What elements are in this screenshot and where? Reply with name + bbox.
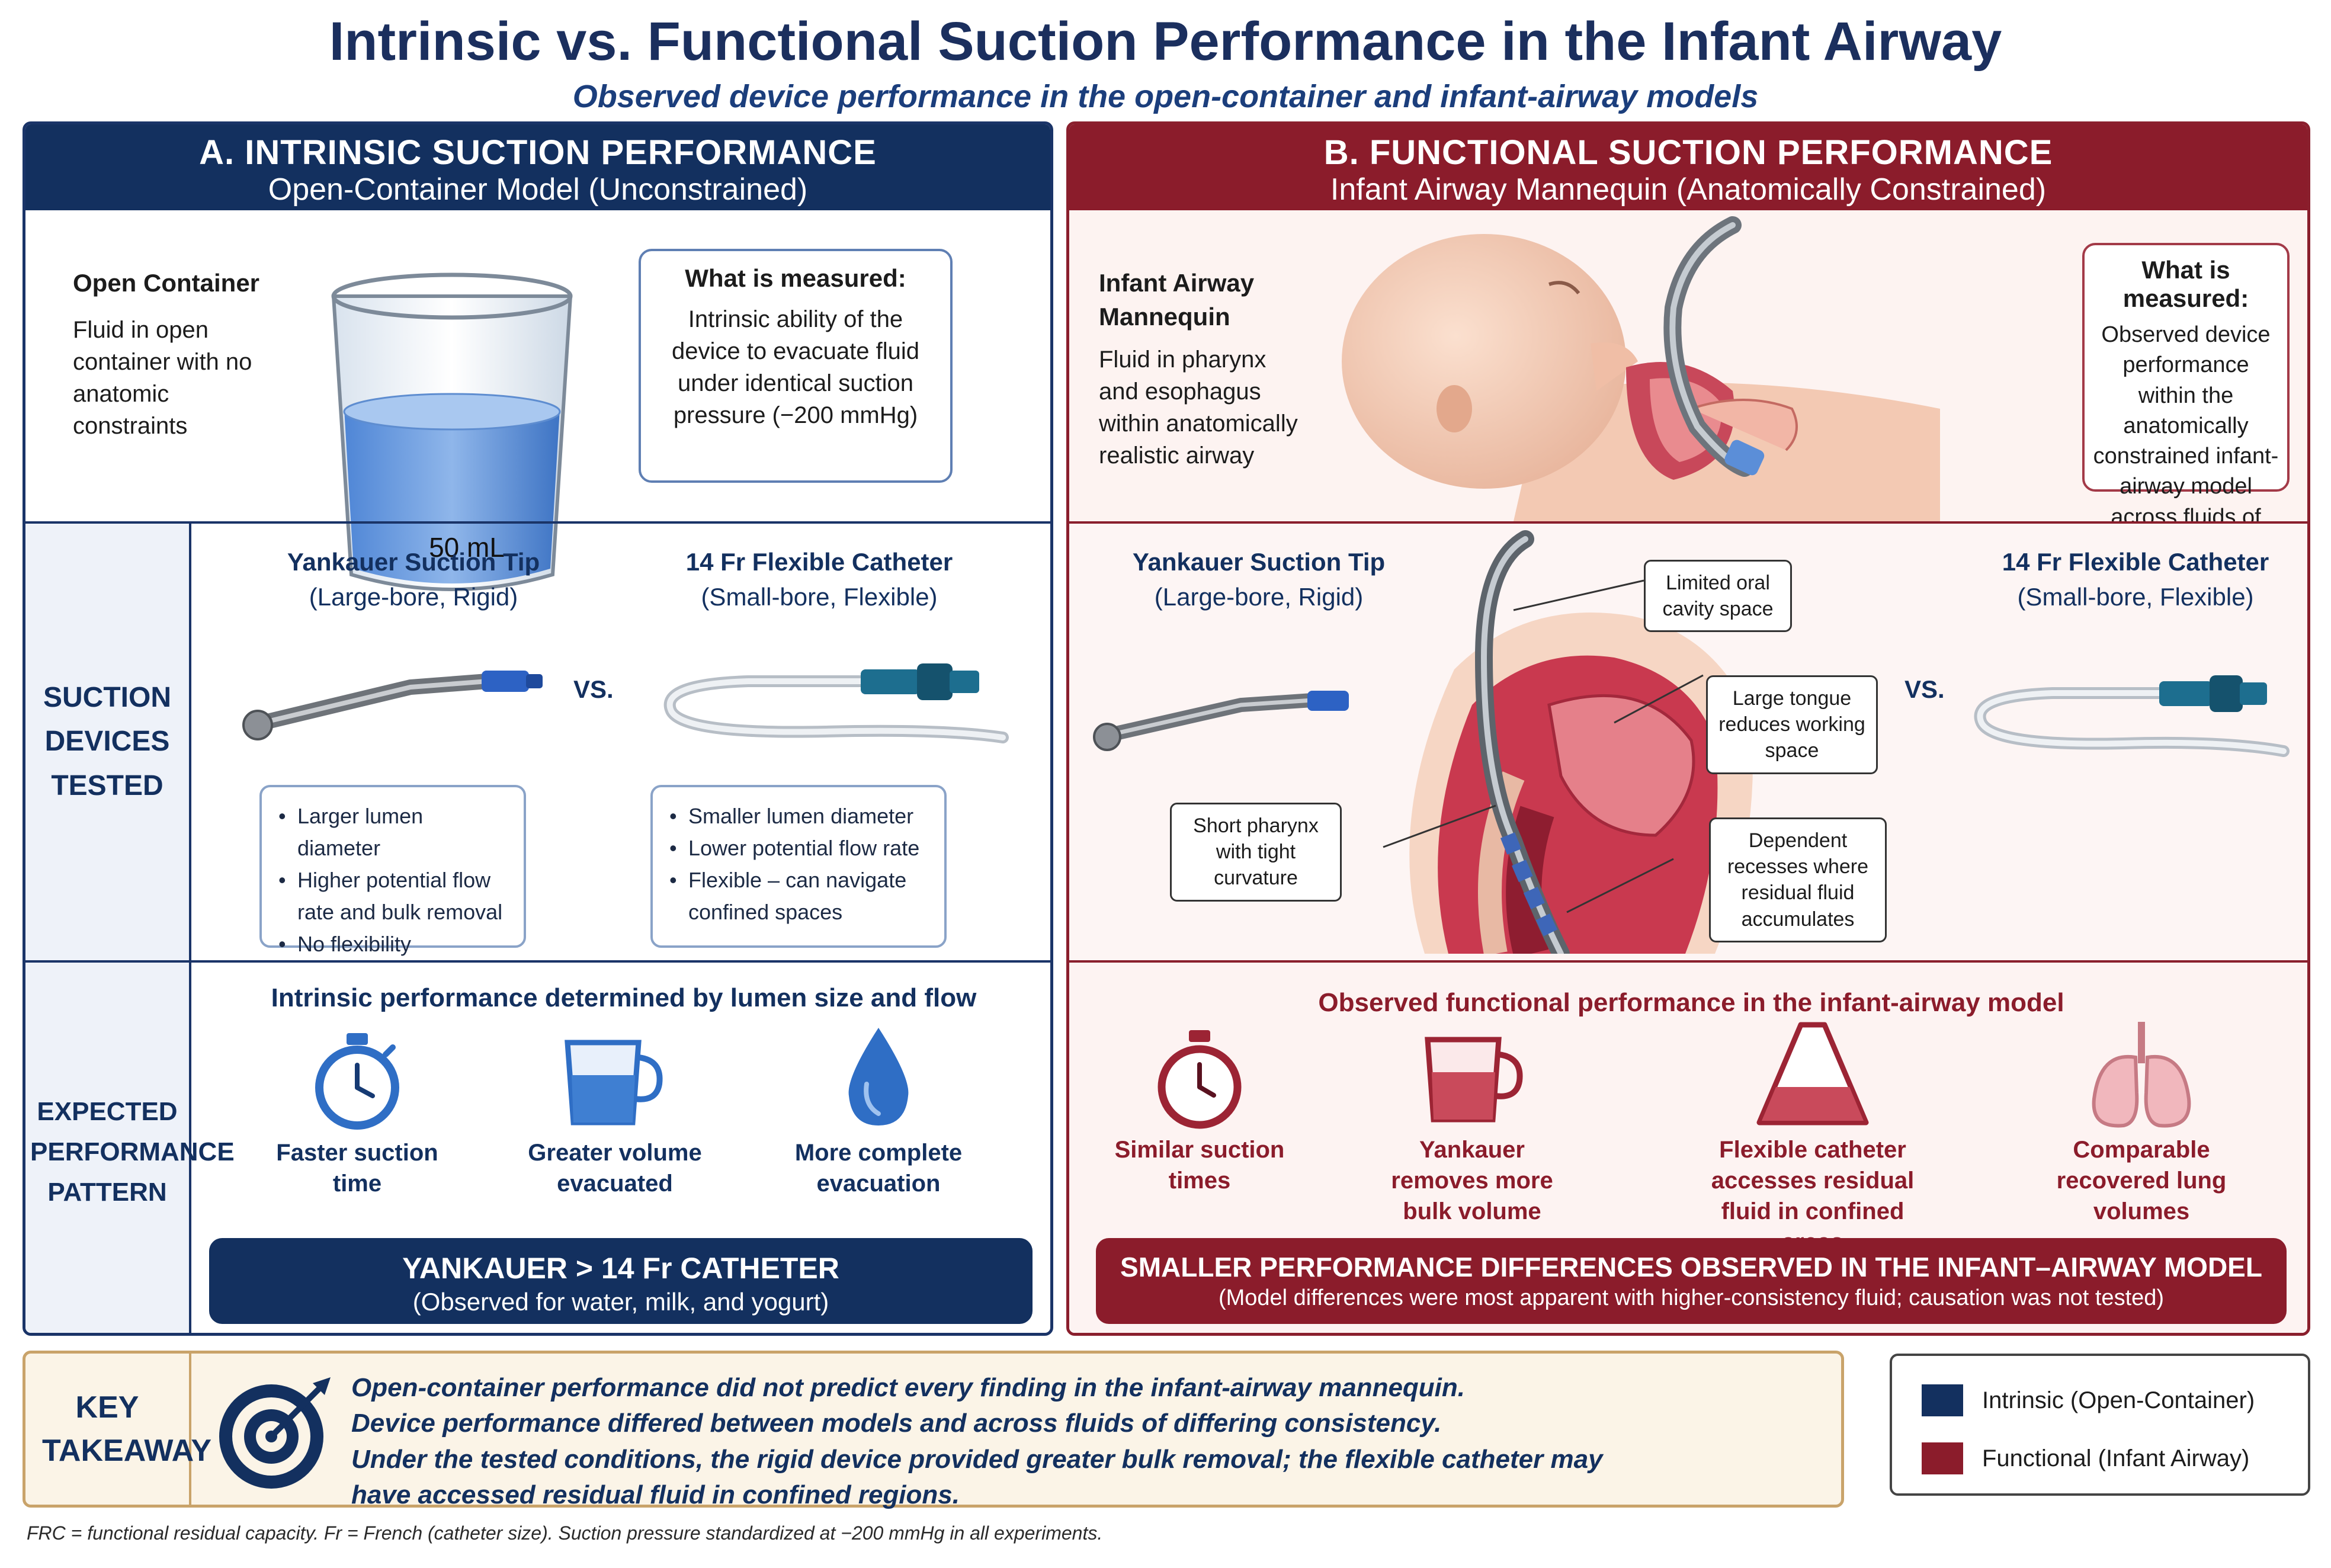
yankauer-title-a: Yankauer Suction Tip (Large-bore, Rigid) <box>287 548 540 611</box>
footnote: FRC = functional residual capacity. Fr =… <box>27 1522 1103 1544</box>
functional-perf-heading: Observed functional performance in the i… <box>1318 988 2064 1017</box>
measuring-jug-icon <box>565 1040 663 1126</box>
key-line: have accessed residual fluid in confined… <box>351 1480 960 1509</box>
callout-pharynx: Short pharynx with tight curvature <box>1170 803 1342 902</box>
panel-b-divider-1 <box>1069 521 2307 524</box>
open-container-desc: Fluid in open container with no anatomic… <box>73 317 252 439</box>
droplet-icon <box>848 1028 909 1126</box>
callout-oral-cavity: Limited oral cavity space <box>1644 560 1792 633</box>
beaker-label: 50 mL <box>429 532 505 563</box>
key-line: Under the tested conditions, the rigid d… <box>351 1444 1603 1474</box>
yankauer-feature: No flexibility <box>276 928 512 960</box>
catheter-feature: Lower potential flow rate <box>667 832 932 864</box>
measuring-jug-icon <box>1425 1037 1523 1123</box>
yankauer-feature: Higher potential flow rate and bulk remo… <box>276 864 512 928</box>
legend-item-intrinsic: Intrinsic (Open-Container) <box>1922 1384 2255 1416</box>
pattern-heading: Intrinsic performance determined by lume… <box>271 983 977 1012</box>
page-subtitle: Observed device performance in the open-… <box>572 79 1759 114</box>
target-icon <box>219 1377 331 1489</box>
yankauer-icon <box>1093 691 1349 751</box>
icon-label-a: More complete evacuation <box>794 1140 963 1197</box>
panel-a-measured-body: Intrinsic ability of the device to evacu… <box>671 306 920 428</box>
panel-a-measured-box: What is measured: Intrinsic ability of t… <box>639 249 953 483</box>
icon-label-a: Greater volume evacuated <box>528 1140 702 1197</box>
panel-a-header: A. INTRINSIC SUCTION PERFORMANCE Open-Co… <box>25 124 1050 210</box>
mannequin-desc: Fluid in pharynx and esophagus within an… <box>1099 347 1298 469</box>
pattern-side-label: EXPECTED PERFORMANCE PATTERN <box>25 963 235 1333</box>
key-line: Device performance differed between mode… <box>351 1409 1442 1438</box>
icon-label-b: Similar suction times <box>1114 1137 1285 1194</box>
vs-label-a: VS. <box>573 675 614 703</box>
panel-b-measured-title: What is measured: <box>2122 256 2249 312</box>
panel-a-subheading: Open-Container Model (Unconstrained) <box>268 172 808 207</box>
yankauer-features-box: Larger lumen diameter Higher potential f… <box>259 785 526 960</box>
yankauer-title-b: Yankauer Suction Tip (Large-bore, Rigid) <box>1132 548 1386 611</box>
key-takeaway-text: Open-container performance did not predi… <box>351 1370 1832 1513</box>
panel-a-heading: A. INTRINSIC SUCTION PERFORMANCE <box>199 133 877 172</box>
open-container-title: Open Container <box>73 269 260 297</box>
icon-label-b: Flexible catheter accesses residual flui… <box>1711 1137 1915 1255</box>
panel-b-subheading: Infant Airway Mannequin (Anatomically Co… <box>1330 172 2047 207</box>
panel-intrinsic: A. INTRINSIC SUCTION PERFORMANCE Open-Co… <box>23 121 1053 1336</box>
catheter-features-box: Smaller lumen diameter Lower potential f… <box>650 785 947 948</box>
devices-side-label: SUCTION DEVICES TESTED <box>25 524 191 960</box>
flexible-catheter-icon <box>663 663 1009 743</box>
icon-label-b: Comparable recovered lung volumes <box>2056 1137 2227 1224</box>
legend-item-functional: Functional (Infant Airway) <box>1922 1442 2249 1474</box>
panel-a-divider-1 <box>25 521 1050 524</box>
panel-b-measured-box: What is measured: Observed device perfor… <box>2082 243 2290 590</box>
stopwatch-icon <box>1158 1030 1242 1129</box>
panel-b-header: B. FUNCTIONAL SUCTION PERFORMANCE Infant… <box>1069 124 2307 210</box>
flask-icon <box>1756 1022 1869 1126</box>
beaker-icon: 50 mL <box>331 272 573 591</box>
icon-label-a: Faster suction time <box>276 1140 438 1197</box>
yankauer-feature: Larger lumen diameter <box>276 800 512 864</box>
panel-a-divider-2 <box>25 960 1050 963</box>
callout-recess: Dependent recesses where residual fluid … <box>1709 817 1887 942</box>
flexible-catheter-icon <box>1974 675 2290 757</box>
infant-mannequin-illustration <box>1342 216 1940 521</box>
airway-cross-section <box>1383 530 1753 954</box>
panel-functional: B. FUNCTIONAL SUCTION PERFORMANCE Infant… <box>1066 121 2310 1336</box>
intrinsic-result-banner: YANKAUER > 14 Fr CATHETER (Observed for … <box>209 1238 1033 1324</box>
catheter-feature: Smaller lumen diameter <box>667 800 932 832</box>
panel-a-measured-title: What is measured: <box>685 264 906 292</box>
yankauer-icon <box>242 671 543 740</box>
catheter-title-b: 14 Fr Flexible Catheter (Small-bore, Fle… <box>2002 548 2269 611</box>
functional-result-banner: SMALLER PERFORMANCE DIFFERENCES OBSERVED… <box>1096 1238 2287 1324</box>
vs-label-b: VS. <box>1904 675 1945 703</box>
page-title: Intrinsic vs. Functional Suction Perform… <box>329 11 2002 72</box>
stopwatch-icon <box>315 1033 399 1130</box>
panel-b-heading: B. FUNCTIONAL SUCTION PERFORMANCE <box>1323 133 2053 172</box>
key-line: Open-container performance did not predi… <box>351 1373 1466 1402</box>
catheter-feature: Flexible – can navigate confined spaces <box>667 864 932 928</box>
key-takeaway-box: KEY TAKEAWAY Open-container performance … <box>23 1351 1844 1509</box>
callout-tongue: Large tongue reduces working space <box>1706 675 1878 774</box>
legend-swatch-intrinsic <box>1922 1384 1963 1416</box>
lungs-icon <box>2092 1022 2191 1128</box>
catheter-title-a: 14 Fr Flexible Catheter (Small-bore, Fle… <box>685 548 953 611</box>
icon-label-b: Yankauer removes more bulk volume <box>1391 1137 1553 1224</box>
key-takeaway-label: KEY TAKEAWAY <box>25 1354 211 1505</box>
legend-swatch-functional <box>1922 1442 1963 1474</box>
panel-b-divider-2 <box>1069 960 2307 963</box>
legend: Intrinsic (Open-Container) Functional (I… <box>1890 1354 2310 1496</box>
mannequin-title: Infant Airway Mannequin <box>1099 269 1255 331</box>
